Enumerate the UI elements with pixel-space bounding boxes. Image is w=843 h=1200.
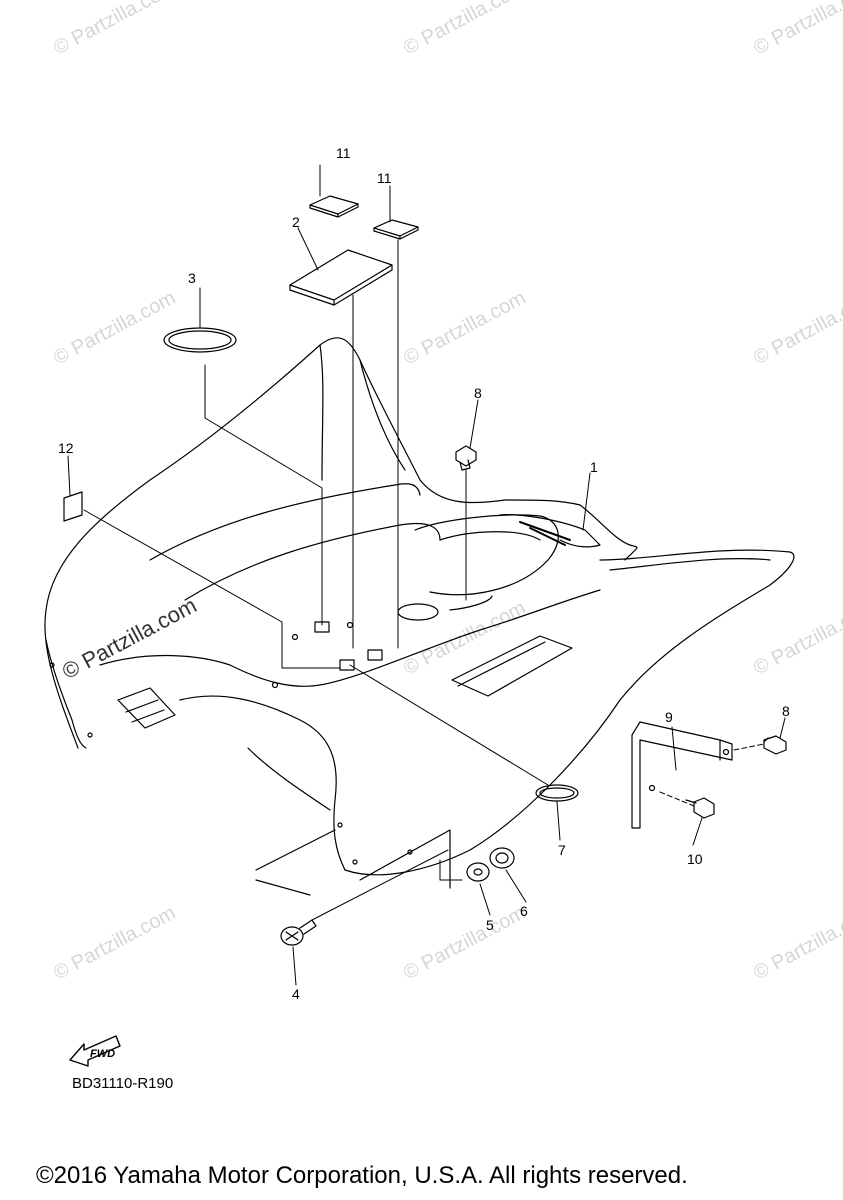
- bracket-part-9: [631, 721, 733, 829]
- callout-10: 10: [687, 851, 703, 867]
- callout-3: 3: [188, 270, 196, 286]
- copyright-notice: ©2016 Yamaha Motor Corporation, U.S.A. A…: [36, 1162, 688, 1189]
- callout-11-a: 11: [336, 145, 351, 161]
- label-part-12: [63, 491, 83, 522]
- diagram-code: BD31110-R190: [72, 1075, 174, 1092]
- washer-part-5: [466, 862, 490, 882]
- nut-part-6: [489, 847, 515, 869]
- pad-part-2: [289, 249, 393, 306]
- callout-8-top: 8: [474, 385, 482, 401]
- callout-9: 9: [665, 709, 673, 725]
- rear-fender-part: [44, 337, 795, 896]
- callout-4: 4: [292, 986, 300, 1002]
- fwd-label: FWD: [90, 1048, 115, 1060]
- leader-lines: [67, 164, 786, 986]
- callout-5: 5: [486, 917, 494, 933]
- screw-part-4: [280, 919, 317, 946]
- callout-2: 2: [292, 214, 300, 230]
- bolt-part-8-b: [763, 735, 787, 755]
- pad-part-11-a: [309, 195, 359, 218]
- callout-7: 7: [558, 842, 566, 858]
- fwd-arrow-icon: FWD: [69, 1035, 121, 1067]
- callout-12: 12: [58, 440, 74, 456]
- callout-1: 1: [590, 459, 598, 475]
- pad-part-11-b: [373, 219, 419, 240]
- seal-part-3: [163, 327, 237, 353]
- callout-8-right: 8: [782, 703, 790, 719]
- bolt-part-8-a: [455, 445, 477, 471]
- callout-11-b: 11: [377, 170, 392, 186]
- callout-6: 6: [520, 903, 528, 919]
- grommet-part-7: [535, 784, 579, 802]
- bolt-part-10: [685, 797, 715, 819]
